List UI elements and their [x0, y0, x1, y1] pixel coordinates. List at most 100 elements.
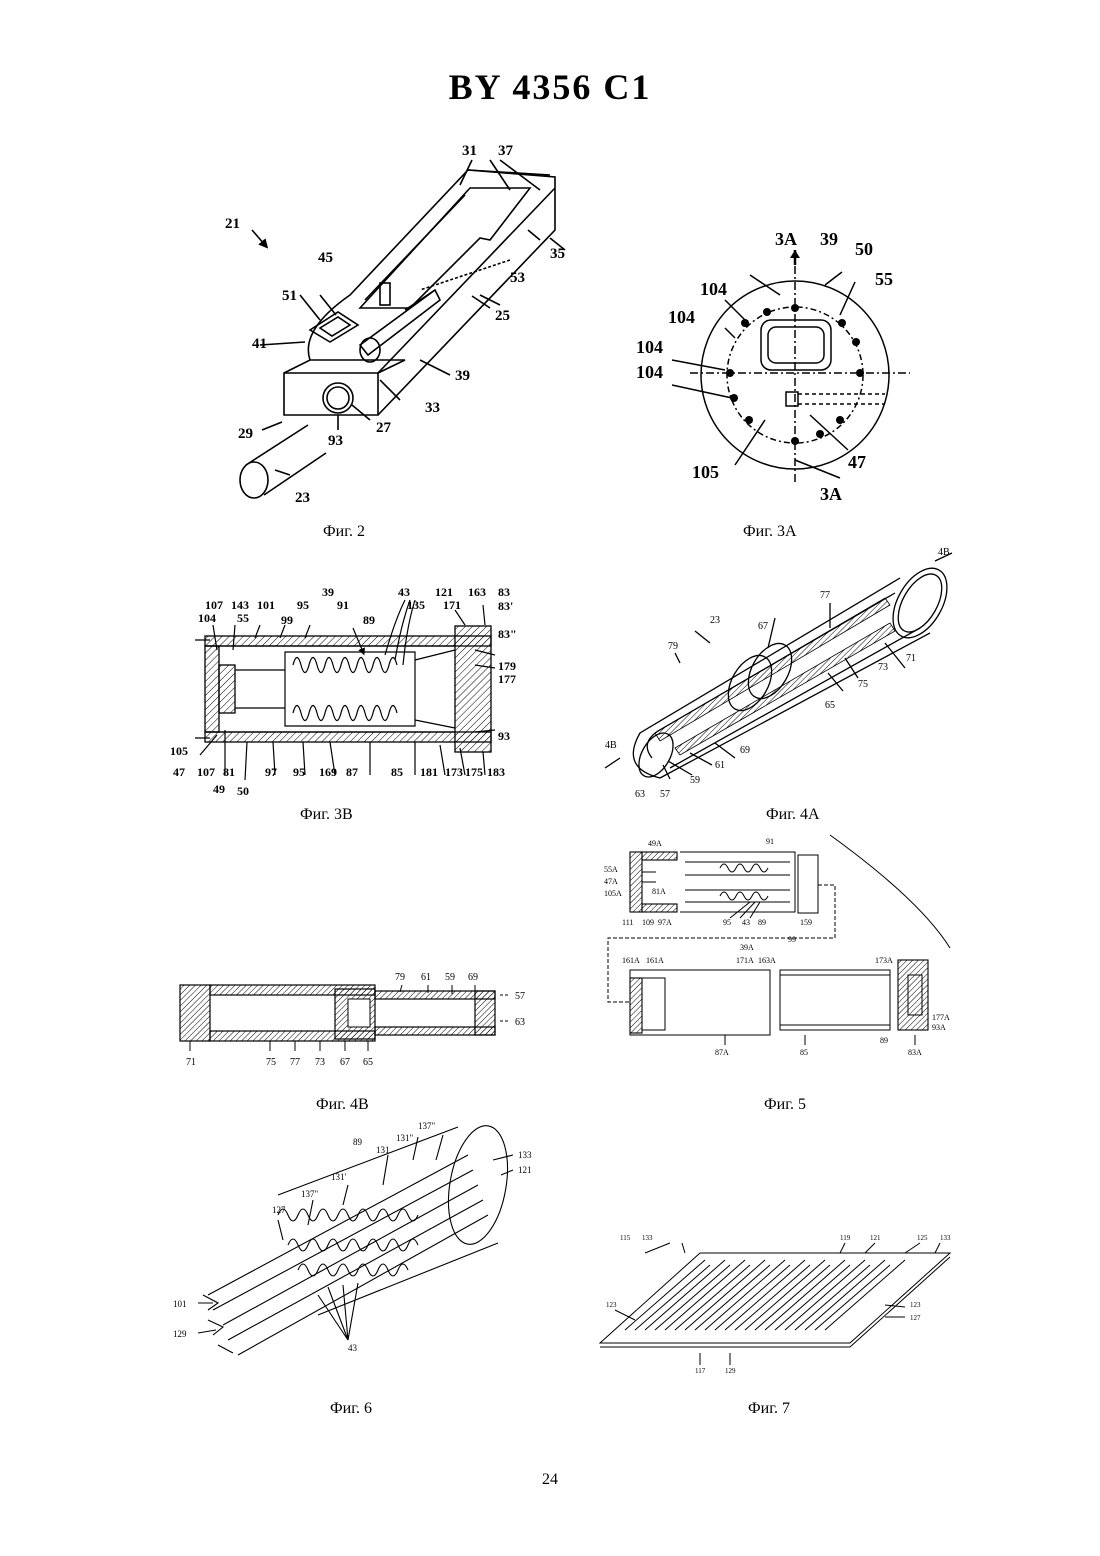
fig5-label: 97A: [658, 918, 672, 927]
fig5-label: 99: [788, 935, 796, 944]
fig3b-label: 99: [281, 613, 293, 627]
fig3b-label: 121: [435, 585, 453, 599]
fig4a-label: 57: [660, 789, 670, 800]
fig3a-label: 3A: [820, 484, 842, 504]
fig3b-label: 183: [487, 765, 505, 779]
fig7-label: 125: [917, 1234, 928, 1242]
fig3b-label: 95: [297, 598, 309, 612]
fig5-label: 47A: [604, 877, 618, 886]
fig2-label: 31: [462, 143, 477, 159]
fig5-label: 171A: [736, 956, 754, 965]
fig5-label: 173A: [875, 956, 893, 965]
fig7-label: 117: [695, 1367, 706, 1375]
fig4b-label: 73: [315, 1057, 325, 1068]
fig4a-label: 69: [740, 745, 750, 756]
fig5-label: 81A: [652, 887, 666, 896]
figure-6: 137" 89 131" 133 131 121 131' 137" 127 1…: [168, 1115, 568, 1365]
fig6-label: 137": [301, 1189, 319, 1199]
fig4b-label: 63: [515, 1017, 525, 1028]
fig3b-label: 173: [445, 765, 463, 779]
fig5-label: 161A: [622, 956, 640, 965]
fig6-label: 43: [348, 1343, 358, 1353]
fig3b-label: 55: [237, 611, 249, 625]
fig4a-label: 4B: [938, 547, 950, 558]
fig7-label: 123: [606, 1301, 617, 1309]
fig3b-label: 87: [346, 765, 358, 779]
fig4b-label: 59: [445, 972, 455, 983]
fig4b-label: 75: [266, 1057, 276, 1068]
fig3b-label: 43: [398, 585, 410, 599]
figure-7: 115 133 119 121 125 133 123 123 127 117 …: [590, 1225, 970, 1380]
fig5-label: 83A: [908, 1048, 922, 1057]
figure-2-drawing: 21 31 37 35 45 53 51 25 41 39 33 29 93 2…: [210, 130, 590, 520]
figure-3b: 39 43 121 163 83 107 143 101 95 91 135 1…: [165, 580, 535, 802]
fig4b-label: 71: [186, 1057, 196, 1068]
fig5-label: 95: [723, 918, 731, 927]
fig3a-label: 104: [668, 307, 695, 327]
fig7-label: 133: [940, 1234, 951, 1242]
fig3b-label: 93: [498, 729, 510, 743]
fig6-label: 133: [518, 1150, 532, 1160]
fig5-label: 93A: [932, 1023, 946, 1032]
fig2-label: 93: [328, 433, 343, 449]
figure-4b-drawing: 79 61 59 69 57 63 71 75 77 73 67 65: [170, 965, 540, 1075]
fig5-label: 89: [758, 918, 766, 927]
fig6-label: 129: [173, 1329, 187, 1339]
fig5-label: 91: [766, 837, 774, 846]
fig3b-label: 47: [173, 765, 185, 779]
fig5-label: 55A: [604, 865, 618, 874]
fig4b-label: 57: [515, 991, 525, 1002]
figure-3a: 3A 39 50 55 104 104 104 104 105 47 3A: [630, 220, 920, 510]
fig3a-label: 39: [820, 229, 838, 249]
fig5-label: 163A: [758, 956, 776, 965]
figure-5-drawing: 49A 91 55A 47A 105A 81A 111 109 97A 95 4…: [590, 830, 970, 1075]
fig3b-label: 83: [498, 585, 510, 599]
fig3a-label: 104: [700, 279, 727, 299]
fig6-label: 127: [272, 1205, 286, 1215]
fig7-label: 133: [642, 1234, 653, 1242]
fig3b-label: 85: [391, 765, 403, 779]
fig3b-label: 101: [257, 598, 275, 612]
document-title: BY 4356 C1: [0, 66, 1100, 108]
fig2-label: 51: [282, 288, 297, 304]
fig7-label: 123: [910, 1301, 921, 1309]
figure-4a-drawing: 4B 77 23 67 71 79 73 75 65 69 61 4B 59 6…: [600, 543, 970, 801]
figure-4b-caption: Фиг. 4В: [316, 1096, 369, 1114]
fig4a-label: 65: [825, 700, 835, 711]
fig6-label: 89: [353, 1137, 363, 1147]
fig3b-label: 107: [205, 598, 223, 612]
figure-6-caption: Фиг. 6: [330, 1400, 372, 1418]
fig3b-label: 177: [498, 672, 516, 686]
fig3b-label: 171: [443, 598, 461, 612]
fig4b-label: 67: [340, 1057, 350, 1068]
fig5-label: 49A: [648, 839, 662, 848]
fig6-label: 121: [518, 1165, 532, 1175]
fig4a-label: 63: [635, 789, 645, 800]
fig2-label: 27: [376, 420, 392, 436]
fig3b-label: 91: [337, 598, 349, 612]
fig4a-label: 23: [710, 615, 720, 626]
fig2-label: 39: [455, 368, 470, 384]
fig3b-label: 107: [197, 765, 215, 779]
fig3b-label: 135: [407, 598, 425, 612]
fig3b-label: 83": [498, 627, 517, 641]
figure-5: 49A 91 55A 47A 105A 81A 111 109 97A 95 4…: [590, 830, 970, 1075]
fig5-label: 177A: [932, 1013, 950, 1022]
fig5-label: 89: [880, 1036, 888, 1045]
fig4b-label: 61: [421, 972, 431, 983]
figure-3b-caption: Фиг. 3В: [300, 806, 353, 824]
fig2-label: 29: [238, 426, 253, 442]
fig4b-label: 77: [290, 1057, 300, 1068]
fig5-label: 105A: [604, 889, 622, 898]
fig3a-label: 50: [855, 239, 873, 259]
fig3a-label: 104: [636, 362, 663, 382]
fig3a-label: 47: [848, 452, 866, 472]
fig7-label: 129: [725, 1367, 736, 1375]
fig5-label: 111: [622, 918, 633, 927]
fig4b-label: 69: [468, 972, 478, 983]
figure-4a: 4B 77 23 67 71 79 73 75 65 69 61 4B 59 6…: [600, 543, 970, 801]
fig5-label: 43: [742, 918, 750, 927]
fig6-label: 131: [376, 1145, 390, 1155]
fig7-label: 121: [870, 1234, 881, 1242]
fig4a-label: 61: [715, 760, 725, 771]
